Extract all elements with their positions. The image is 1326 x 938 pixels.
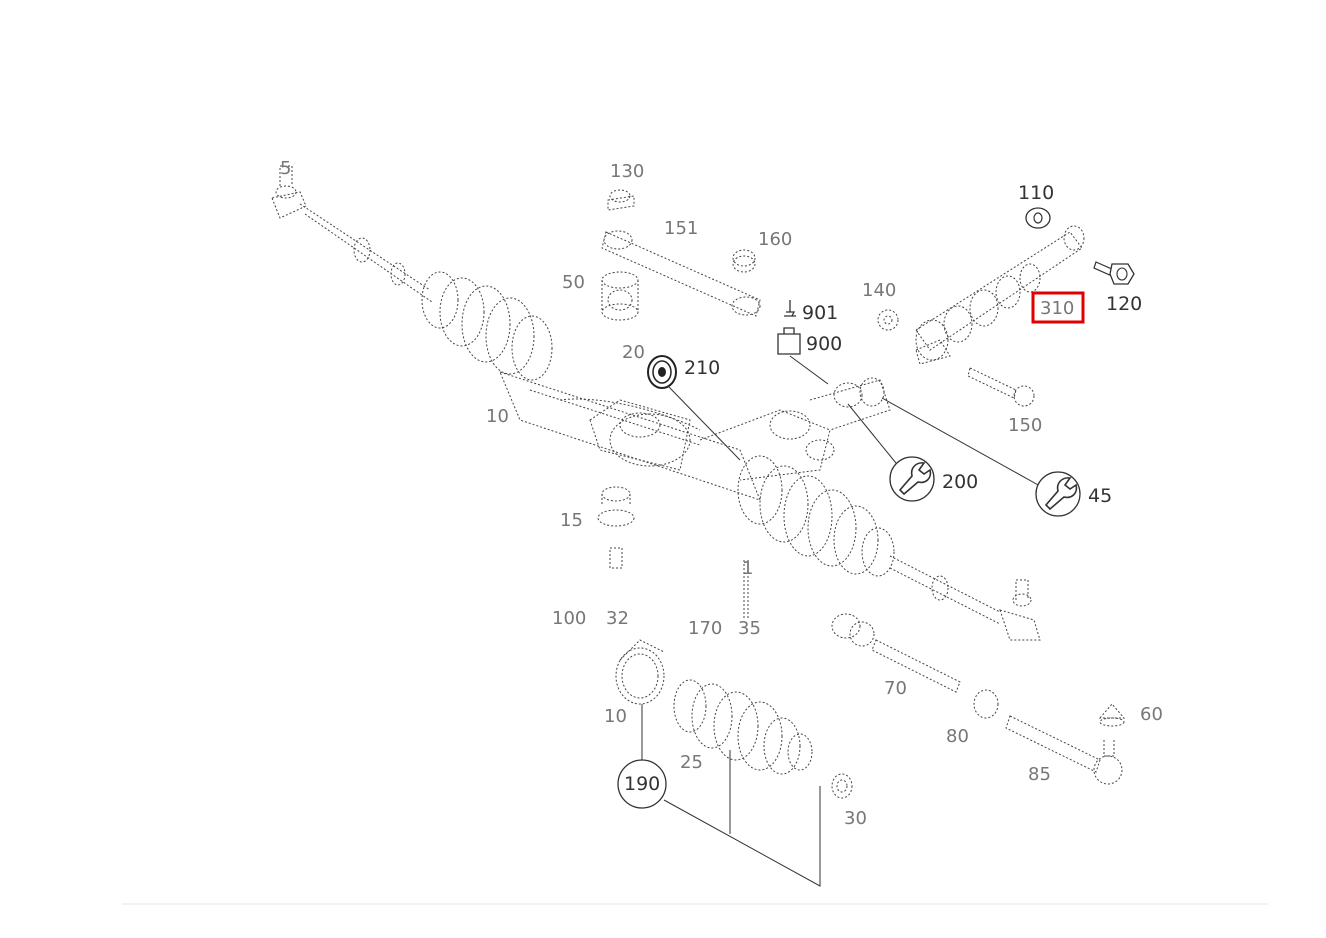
part-50[interactable] [601, 271, 639, 321]
leader-45 [881, 397, 1041, 487]
label-50[interactable]: 50 [562, 272, 585, 293]
label-190[interactable]: 190 [624, 773, 660, 795]
leader-210 [667, 385, 741, 461]
part-150[interactable] [967, 367, 1035, 407]
steering-rack-assembly[interactable] [271, 165, 1041, 641]
label-10-upper[interactable]: 10 [486, 406, 509, 427]
label-151[interactable]: 151 [664, 218, 698, 239]
label-32[interactable]: 32 [606, 608, 629, 629]
part-140[interactable] [877, 309, 899, 331]
highlight-box[interactable] [1031, 291, 1085, 324]
callout-circle-190[interactable] [617, 759, 667, 809]
label-170[interactable]: 170 [688, 618, 722, 639]
label-45[interactable]: 45 [1088, 485, 1112, 507]
part-1[interactable] [743, 560, 749, 620]
part-210[interactable] [647, 355, 677, 389]
part-60[interactable] [1098, 703, 1126, 727]
label-160[interactable]: 160 [758, 229, 792, 250]
wrench-icon-200[interactable] [889, 456, 935, 502]
label-130[interactable]: 130 [610, 161, 644, 182]
symbol-901-icon [784, 300, 796, 317]
leader-190-a [663, 786, 821, 887]
part-100[interactable] [609, 547, 623, 569]
label-70[interactable]: 70 [884, 678, 907, 699]
label-highlighted[interactable]: 310 [1040, 298, 1074, 319]
label-10-lower[interactable]: 10 [604, 706, 627, 727]
leader-900 [789, 355, 829, 385]
part-10-clamp[interactable] [615, 639, 665, 705]
steering-damper[interactable] [915, 225, 1085, 365]
label-85[interactable]: 85 [1028, 764, 1051, 785]
label-1[interactable]: 1 [742, 558, 753, 579]
label-60[interactable]: 60 [1140, 704, 1163, 725]
part-130[interactable] [607, 189, 635, 211]
part-120[interactable] [1093, 261, 1135, 285]
part-151[interactable] [601, 230, 761, 317]
label-15[interactable]: 15 [560, 510, 583, 531]
part-20-boot[interactable] [673, 679, 813, 775]
label-901[interactable]: 901 [802, 302, 838, 324]
label-210[interactable]: 210 [684, 357, 720, 379]
label-140[interactable]: 140 [862, 280, 896, 301]
label-25[interactable]: 25 [680, 752, 703, 773]
label-900[interactable]: 900 [806, 333, 842, 355]
leader-200 [847, 403, 901, 469]
part-85[interactable] [1005, 715, 1123, 785]
label-200[interactable]: 200 [942, 471, 978, 493]
label-80[interactable]: 80 [946, 726, 969, 747]
symbol-900-icon [777, 327, 801, 355]
wrench-icon-45[interactable] [1035, 471, 1081, 517]
label-100[interactable]: 100 [552, 608, 586, 629]
label-110[interactable]: 110 [1018, 182, 1054, 204]
part-90[interactable] [831, 613, 961, 693]
label-30[interactable]: 30 [844, 808, 867, 829]
part-160[interactable] [732, 249, 756, 273]
part-80[interactable] [973, 689, 999, 719]
part-15[interactable] [597, 486, 635, 527]
part-110[interactable] [1025, 207, 1051, 229]
label-5[interactable]: 5 [280, 158, 291, 179]
label-120[interactable]: 120 [1106, 293, 1142, 315]
label-35[interactable]: 35 [738, 618, 761, 639]
label-20[interactable]: 20 [622, 342, 645, 363]
part-30-clamp[interactable] [831, 773, 853, 799]
label-150[interactable]: 150 [1008, 415, 1042, 436]
